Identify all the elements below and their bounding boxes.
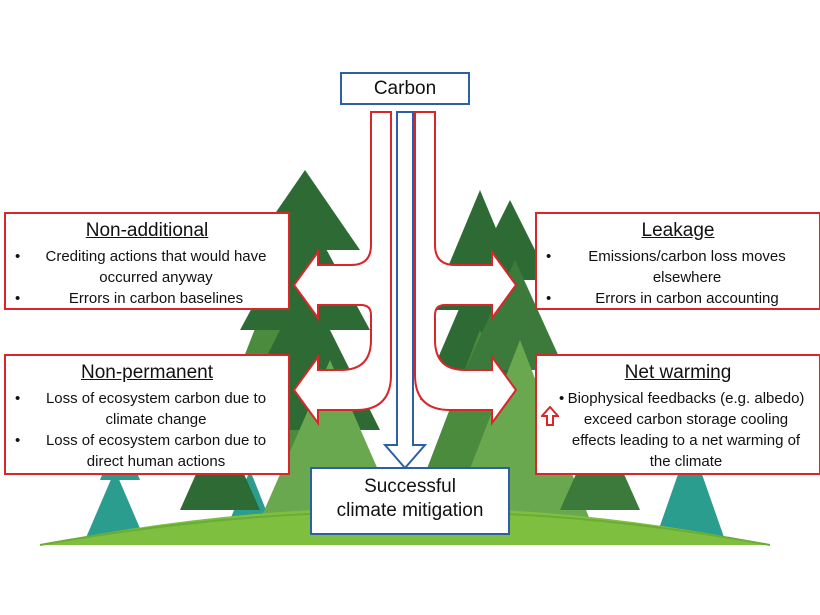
net-warming-item: Biophysical feedbacks (e.g. albedo) exce… bbox=[537, 388, 819, 472]
non-permanent-item: Loss of ecosystem carbon due to direct h… bbox=[6, 430, 288, 472]
non-permanent-title: Non-permanent bbox=[80, 362, 214, 383]
successful-climate-mitigation-box: Successful climate mitigation bbox=[310, 467, 510, 535]
non-permanent-item: Loss of ecosystem carbon due to climate … bbox=[6, 388, 288, 430]
left-branch-arrow bbox=[292, 111, 392, 427]
net-warming-title: Net warming bbox=[624, 362, 732, 383]
outcome-line-1: Successful bbox=[364, 476, 456, 497]
non-permanent-box: Non-permanent Loss of ecosystem carbon d… bbox=[4, 354, 290, 475]
center-arrow bbox=[382, 111, 428, 470]
carbon-box: Carbon bbox=[340, 72, 470, 105]
leakage-item: Emissions/carbon loss moves elsewhere bbox=[537, 246, 819, 288]
non-additional-box: Non-additional Crediting actions that wo… bbox=[4, 212, 290, 310]
leakage-item: Errors in carbon accounting bbox=[537, 288, 819, 309]
right-branch-arrow bbox=[414, 111, 518, 427]
leakage-box: Leakage Emissions/carbon loss moves else… bbox=[535, 212, 820, 310]
net-warming-box: Net warming Biophysical feedbacks (e.g. … bbox=[535, 354, 820, 475]
leakage-title: Leakage bbox=[641, 220, 715, 241]
non-additional-item: Crediting actions that would have occurr… bbox=[6, 246, 288, 288]
non-additional-title: Non-additional bbox=[85, 220, 209, 241]
outcome-line-2: climate mitigation bbox=[336, 500, 484, 521]
non-additional-item: Errors in carbon baselines bbox=[6, 288, 288, 309]
